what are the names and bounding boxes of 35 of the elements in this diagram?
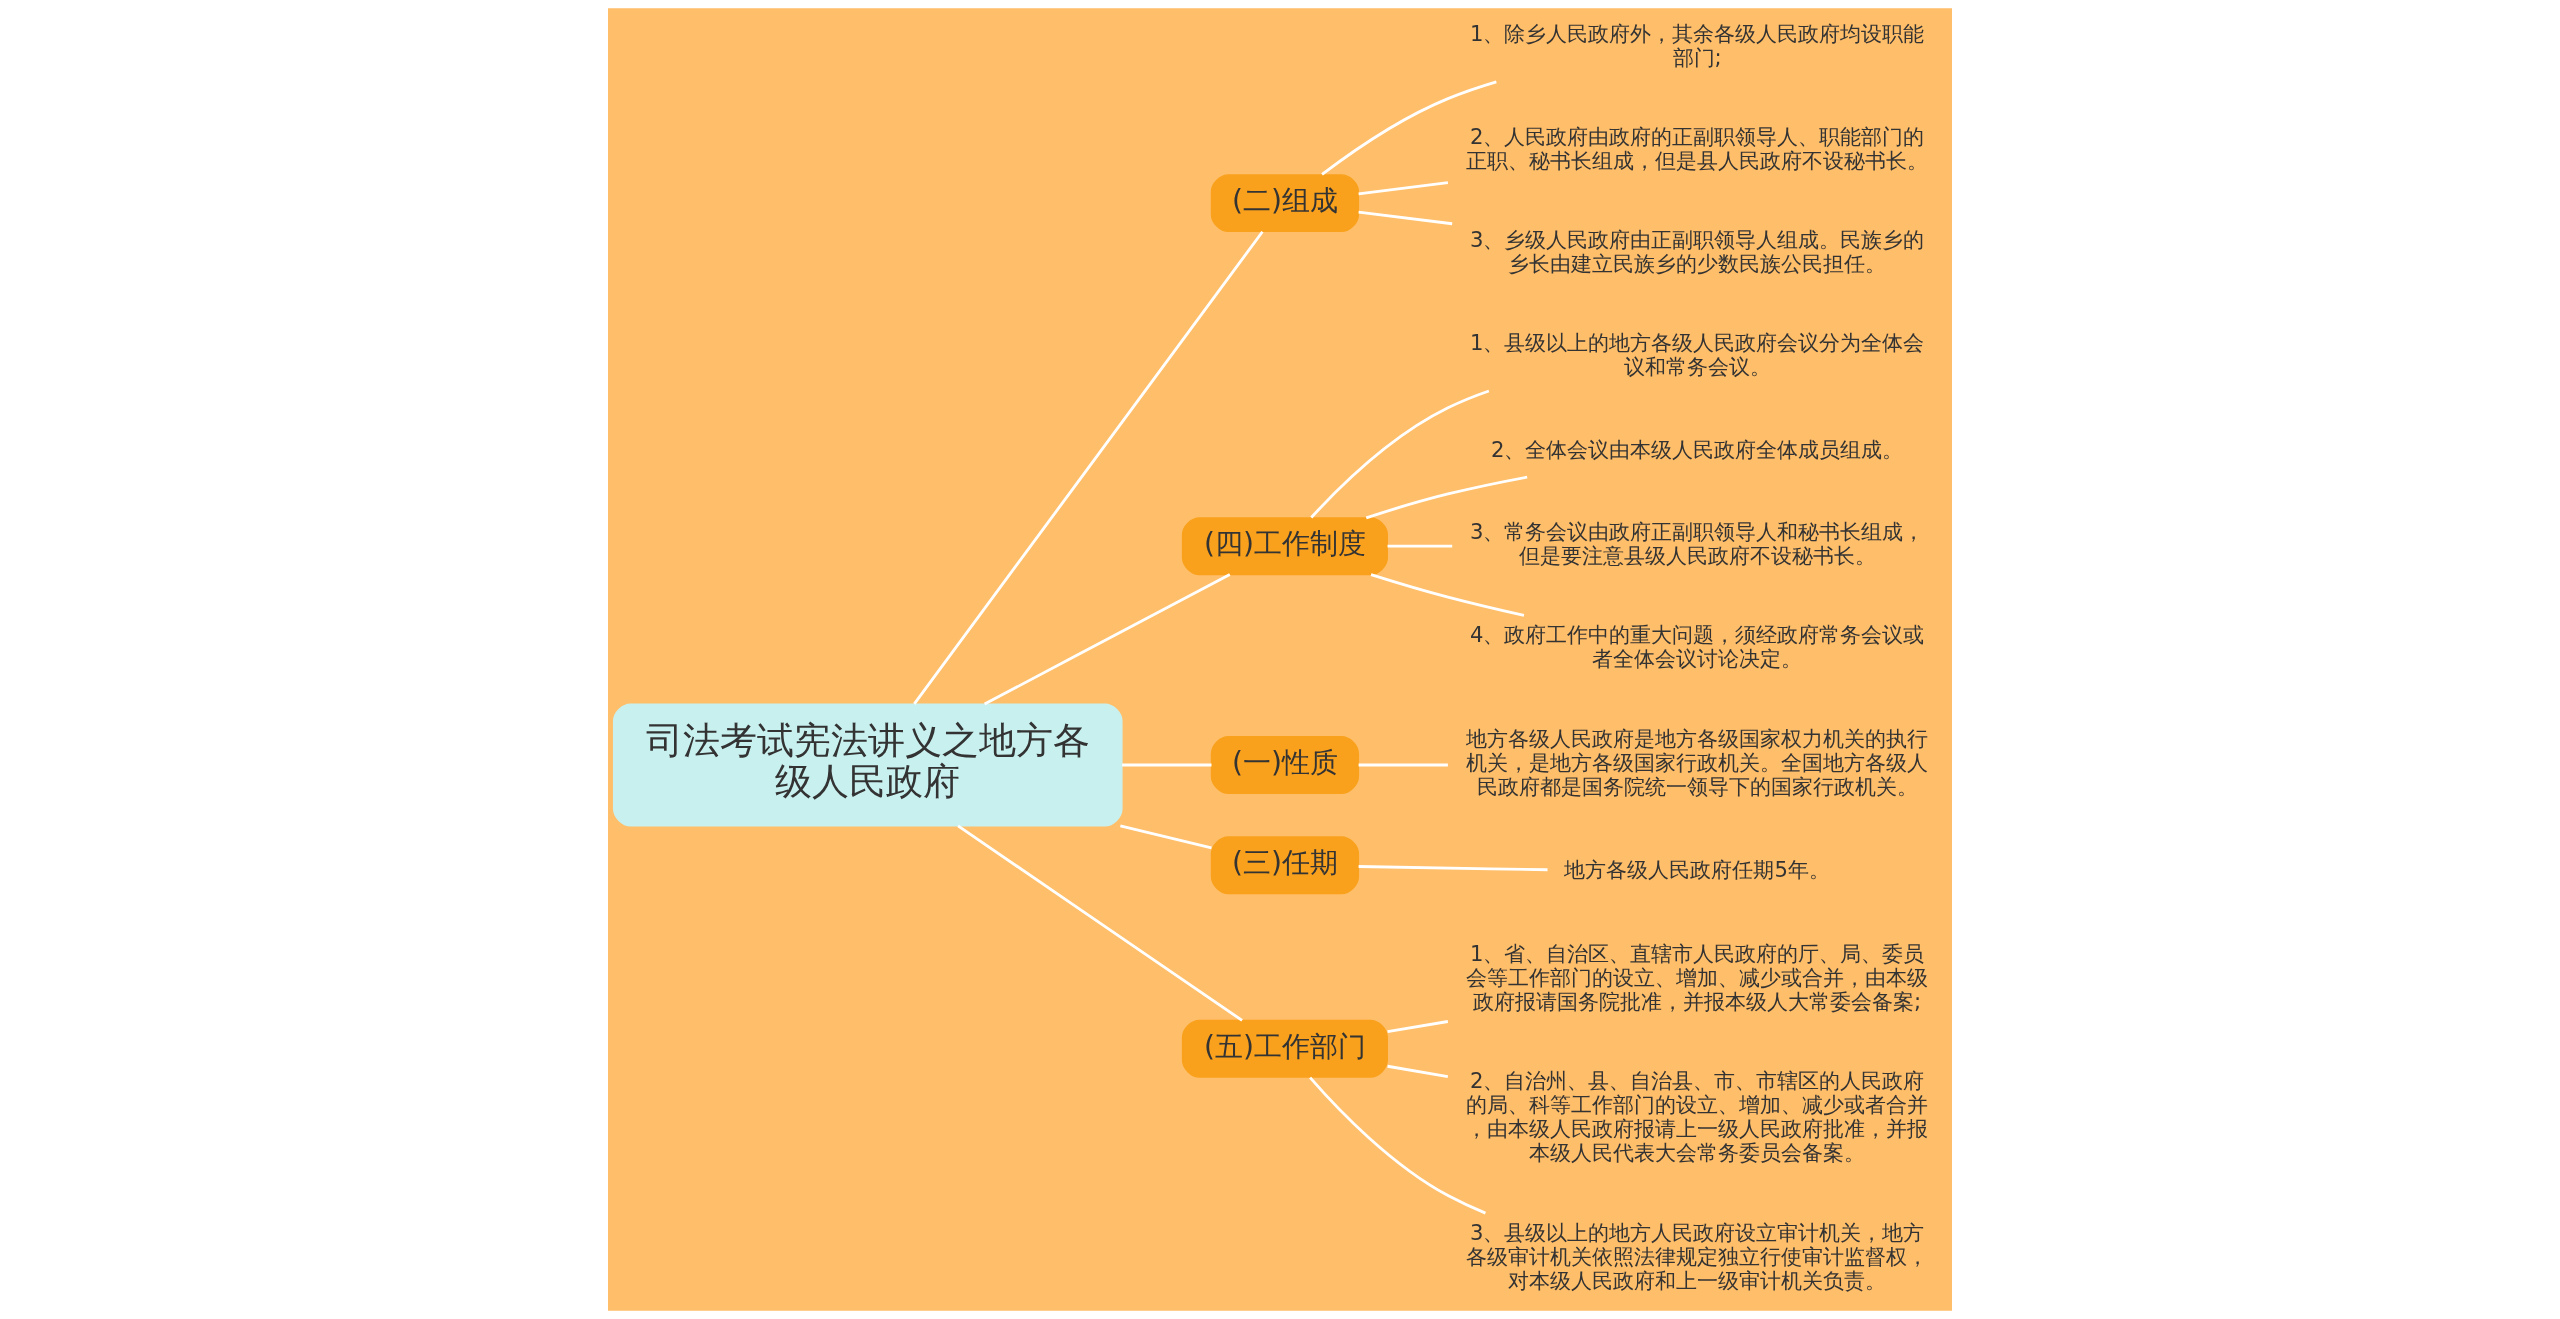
node-box: (一)性质 xyxy=(1210,736,1360,794)
connector xyxy=(913,230,1264,705)
node-text: 1、省、自治区、直辖市人民政府的厅、局、委员会等工作部门的设立、增加、减少或合并，由本级政府报请国务院批准，并报本级人大常委会备案; xyxy=(1466,940,1929,1014)
connector xyxy=(1358,865,1548,872)
connector xyxy=(1321,80,1497,176)
connector xyxy=(1358,210,1453,226)
node-box: (三)任期 xyxy=(1210,836,1360,895)
node-text: 2、人民政府由政府的正副职领导人、职能部门的正职、秘书长组成，但是县人民政府不设秘书长。 xyxy=(1466,123,1929,173)
connector xyxy=(1365,475,1528,520)
node-text: 地方各级人民政府任期5年。 xyxy=(1564,857,1830,883)
connector xyxy=(1309,1076,1486,1215)
node-box: (四)工作制度 xyxy=(1181,517,1388,576)
connector xyxy=(1358,181,1449,196)
node-text: 4、政府工作中的重大问题，须经政府常务会议或者全体会议讨论决定。 xyxy=(1469,622,1925,672)
connector xyxy=(1370,573,1525,617)
connector xyxy=(1122,763,1212,767)
node-box: 司法考试宪法讲义之地方各级人民政府 xyxy=(612,703,1123,827)
connector xyxy=(1310,389,1490,519)
node-text: 1、县级以上的地方各级人民政府会议分为全体会议和常务会议。 xyxy=(1469,329,1925,379)
node-text: 3、常务会议由政府正副职领导人和秘书长组成，但是要注意县级人民政府不设秘书长。 xyxy=(1469,519,1925,569)
connector xyxy=(957,824,1243,1022)
node-box: (二)组成 xyxy=(1210,174,1360,233)
connector xyxy=(1120,824,1212,850)
node-text: 2、自治州、县、自治县、市、市辖区的人民政府的局、科等工作部门的设立、增加、减少或者合并，由本级人民政府报请上一级人民政府批准，并报本级人民代表大会常务委员会备案。 xyxy=(1466,1068,1929,1166)
node-text: 2、全体会议由本级人民政府全体成员组成。 xyxy=(1490,436,1904,462)
connector xyxy=(1358,763,1448,767)
connector xyxy=(983,573,1231,706)
node-box: (五)工作部门 xyxy=(1181,1019,1388,1078)
node-text: 1、除乡人民政府外，其余各级人民政府均设职能部门; xyxy=(1469,20,1925,70)
node-text: 3、县级以上的地方人民政府设立审计机关，地方各级审计机关依照法律规定独立行使审计监督权，对本级人民政府和上一级审计机关负责。 xyxy=(1466,1220,1929,1294)
connector xyxy=(1387,1064,1449,1078)
connector xyxy=(1387,1020,1449,1034)
node-text: 地方各级人民政府是地方各级国家权力机关的执行机关，是地方各级国家行政机关。全国地方各级人民政府都是国务院统一领导下的国家行政机关。 xyxy=(1466,725,1929,799)
connector xyxy=(1387,544,1453,548)
node-text: 3、乡级人民政府由正副职领导人组成。民族乡的乡长由建立民族乡的少数民族公民担任。 xyxy=(1469,226,1925,276)
